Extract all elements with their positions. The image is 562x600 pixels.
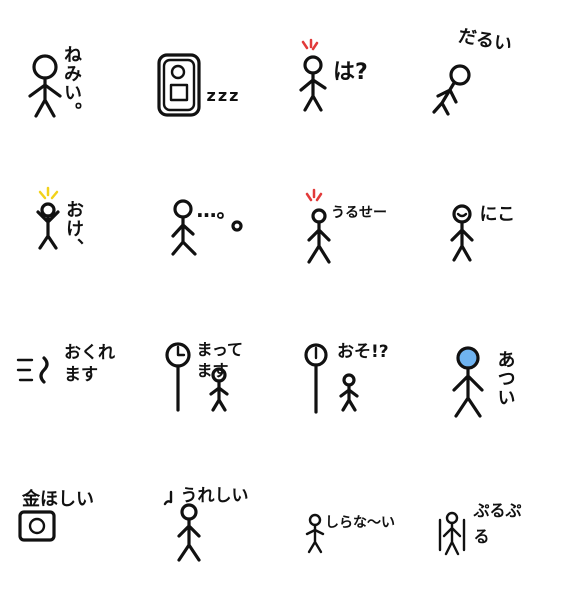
- sleepy-stick-figure: [28, 54, 62, 118]
- ok-stick-figure: [36, 186, 60, 250]
- late-with-clock-drawing: [304, 343, 359, 414]
- sticker-darui[interactable]: だるい: [422, 0, 562, 150]
- music-note-icon: [163, 490, 172, 506]
- sticker-caption: にこ: [479, 204, 516, 225]
- walking-stick-figure: [170, 199, 243, 256]
- sticker-shiranai[interactable]: しらな〜い: [281, 450, 422, 600]
- sticker-caption: おけ、: [63, 200, 84, 257]
- angry-stick-figure: [299, 38, 327, 112]
- sweaty-head-icon: [455, 346, 480, 370]
- sticker-okuremasu[interactable]: おくれます: [0, 300, 141, 450]
- sticker-urusee[interactable]: うるせー: [281, 150, 422, 300]
- speed-lines-icon: [16, 358, 34, 382]
- shiver-lines-icon: [438, 518, 465, 552]
- sticker-nemui[interactable]: ねみい。: [0, 0, 141, 150]
- sticker-caption: うれしい: [180, 486, 249, 506]
- sticker-ureshii[interactable]: うれしい: [141, 450, 282, 600]
- shivering-stick-figure: [438, 511, 465, 556]
- hot-stick-figure: [451, 346, 484, 418]
- sticker-zzz[interactable]: zzz: [141, 0, 282, 150]
- lying-stick-figure: [431, 64, 471, 116]
- sticker-caption: は?: [333, 60, 368, 85]
- sticker-caption: おそ!?: [337, 342, 389, 362]
- sticker-mattemasu[interactable]: まってます: [141, 300, 282, 450]
- happy-stick-figure: [163, 490, 201, 562]
- anger-mark-icon: [305, 188, 323, 202]
- anger-mark-icon: [301, 38, 319, 51]
- sticker-caption: おくれます: [64, 343, 115, 386]
- sticker-caption: うるせー: [331, 205, 387, 221]
- sticker-caption: まってます: [196, 340, 244, 380]
- sticker-dots[interactable]: …。: [141, 150, 282, 300]
- sticker-caption: ねみい。: [61, 45, 82, 121]
- annoyed-stick-figure: [305, 188, 331, 264]
- sparkle-icon: [38, 186, 59, 200]
- money-box-drawing: [18, 510, 56, 542]
- waiting-with-clock-drawing: [164, 342, 229, 412]
- shrugging-stick-figure: [305, 513, 325, 554]
- sticker-caption: …。: [196, 198, 237, 222]
- sticker-caption: zzz: [206, 86, 241, 105]
- sticker-atsui[interactable]: あつい: [422, 300, 562, 450]
- smile-icon: [456, 212, 467, 218]
- money-icon: [18, 510, 56, 542]
- sticker-caption: しらな〜い: [325, 515, 395, 531]
- sticker-kanehoshii[interactable]: 金ほしい: [0, 450, 141, 600]
- sticker-oke[interactable]: おけ、: [0, 150, 141, 300]
- sticker-caption: ぷるぷる: [473, 501, 522, 546]
- sticker-oso[interactable]: おそ!?: [281, 300, 422, 450]
- sticker-caption: 金ほしい: [22, 489, 94, 510]
- running-late-drawing: [16, 356, 49, 384]
- sticker-caption: あつい: [494, 350, 516, 407]
- sticker-purupuru[interactable]: ぷるぷる: [422, 450, 562, 600]
- sticker-ha[interactable]: は?: [281, 0, 422, 150]
- smiling-stick-figure: [449, 204, 474, 262]
- sleeping-in-bed-drawing: [156, 53, 201, 117]
- sticker-niko[interactable]: にこ: [422, 150, 562, 300]
